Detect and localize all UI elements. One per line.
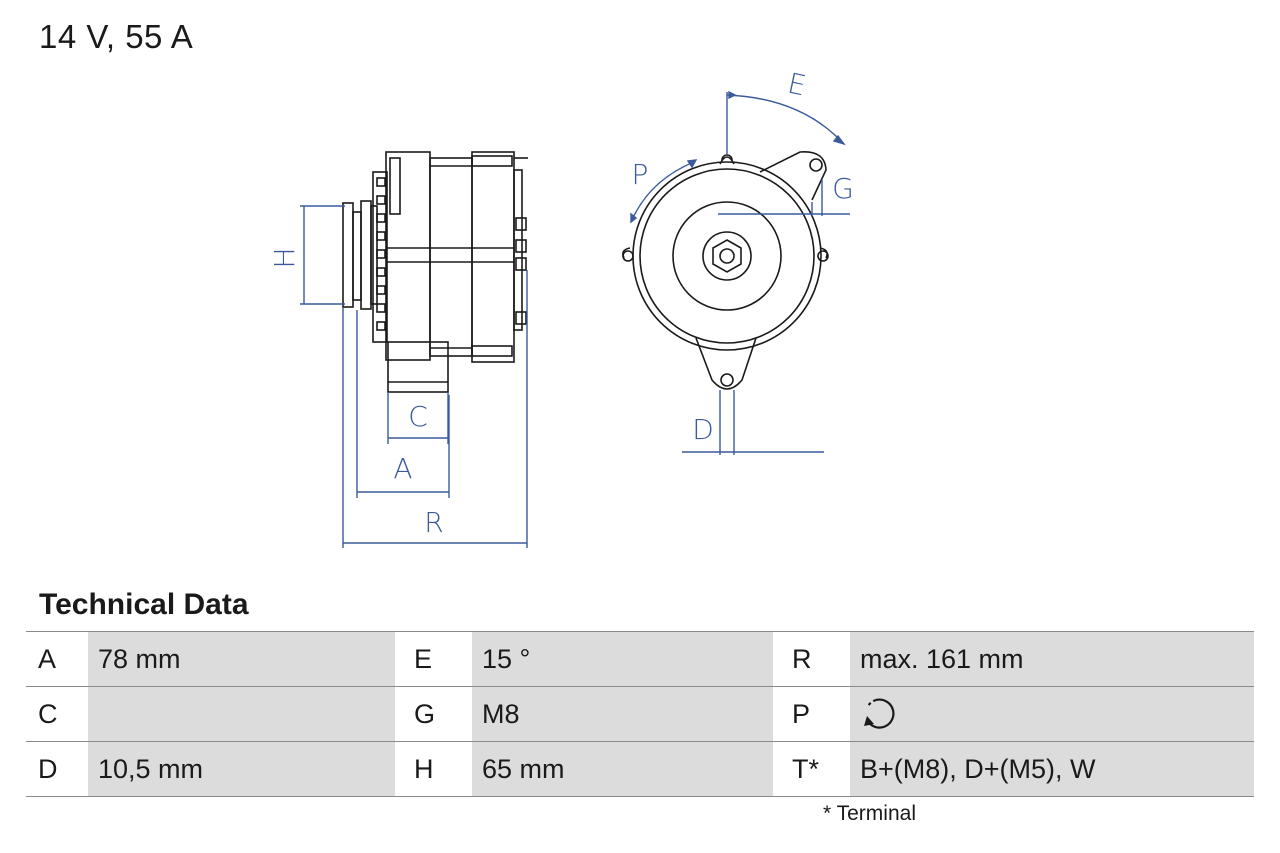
spec-key: R: [773, 631, 850, 687]
spec-value: 15 °: [472, 631, 773, 687]
spec-value: [88, 686, 395, 742]
section-title: Technical Data: [39, 588, 249, 621]
spec-key: E: [395, 631, 472, 687]
spec-key: C: [26, 686, 88, 742]
spec-key: T*: [773, 741, 850, 797]
front-view: [622, 151, 829, 390]
spec-key: P: [773, 686, 850, 742]
spec-value: 65 mm: [472, 741, 773, 797]
product-headline: 14 V, 55 A: [39, 18, 194, 55]
footnote: * Terminal: [823, 802, 916, 825]
label-a: A: [393, 452, 412, 485]
label-d: D: [692, 413, 714, 446]
spec-value: B+(M8), D+(M5), W: [850, 741, 1254, 797]
spec-value: 10,5 mm: [88, 741, 395, 797]
table-row: D 10,5 mm H 65 mm T* B+(M8), D+(M5), W: [26, 741, 1254, 797]
table-row: C G M8 P: [26, 686, 1254, 742]
spec-value: max. 161 mm: [850, 631, 1254, 687]
technical-data-table: A 78 mm E 15 ° R max. 161 mm C G M8 P D …: [26, 631, 1254, 797]
side-view: [342, 151, 528, 393]
label-g: G: [832, 172, 854, 205]
spec-value: M8: [472, 686, 773, 742]
label-p: P: [632, 158, 649, 191]
technical-drawing: H C A R E P G: [268, 67, 854, 548]
label-h: H: [268, 247, 301, 268]
front-dimensions: [630, 90, 850, 455]
table-row: A 78 mm E 15 ° R max. 161 mm: [26, 631, 1254, 687]
label-c: C: [408, 400, 428, 433]
spec-value-rotation: [850, 686, 1254, 742]
spec-key: D: [26, 741, 88, 797]
label-r: R: [424, 506, 443, 539]
spec-value: 78 mm: [88, 631, 395, 687]
spec-key: H: [395, 741, 472, 797]
label-e: E: [785, 67, 809, 103]
spec-key: A: [26, 631, 88, 687]
spec-key: G: [395, 686, 472, 742]
side-dimensions: [300, 205, 528, 548]
clockwise-rotation-icon: [864, 698, 895, 729]
